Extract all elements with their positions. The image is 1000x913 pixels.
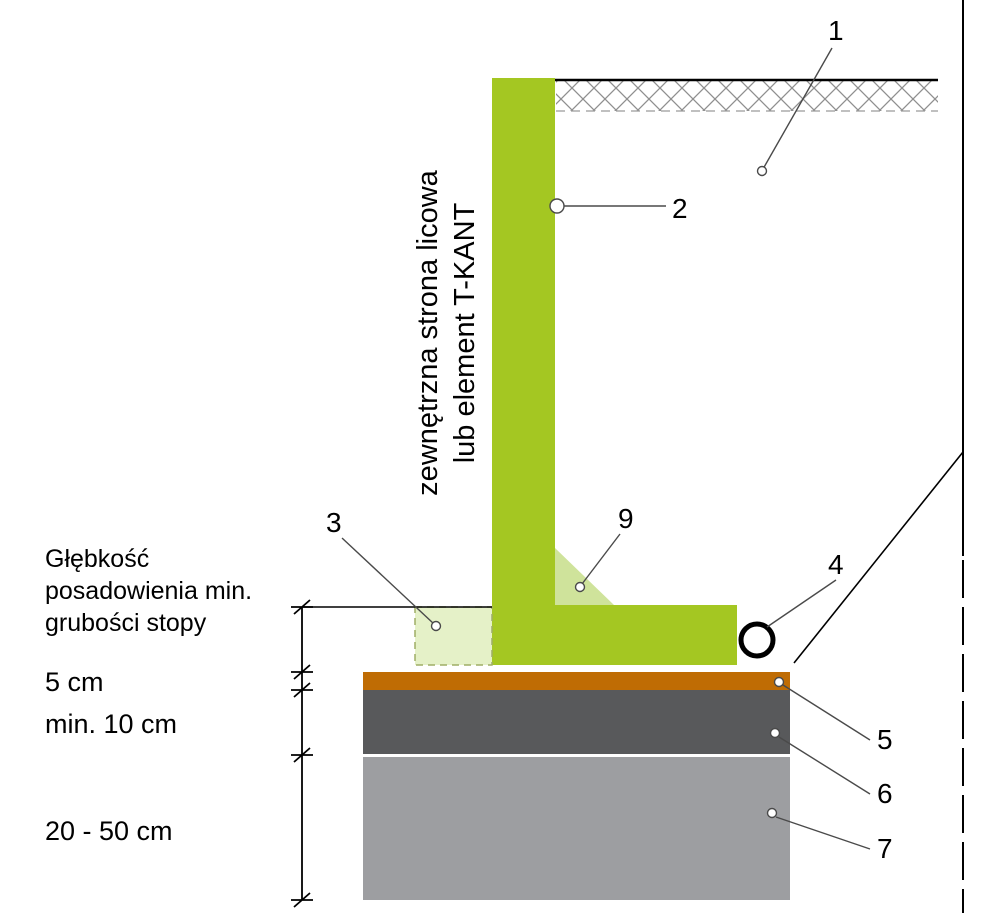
soil-hatch-area (556, 81, 938, 111)
callout-4: 4 (828, 549, 844, 580)
leader-3-dot (430, 620, 442, 632)
leader-7-dot (766, 807, 778, 819)
leader-2-dot (549, 198, 565, 214)
dim-label-min10cm: min. 10 cm (45, 709, 177, 739)
callout-3: 3 (326, 507, 342, 538)
leader-6-dot (769, 727, 781, 739)
footing-option-dashed (414, 606, 493, 666)
wall-element (492, 78, 737, 665)
leader-5-dot (773, 676, 785, 688)
drain-pipe (738, 621, 776, 659)
layer-light-gray (363, 757, 790, 900)
callout-5: 5 (877, 724, 893, 755)
depth-note-line2: posadowienia min. (45, 577, 252, 605)
dimension-tick (291, 599, 313, 615)
dim-label-20-50cm: 20 - 50 cm (45, 816, 173, 846)
callout-6: 6 (877, 778, 893, 809)
dimension-tick (291, 664, 313, 680)
leader-4 (766, 579, 837, 628)
depth-note-line3: grubości stopy (45, 609, 207, 637)
leader-5 (782, 684, 871, 741)
depth-note-line1: Głębkość (45, 545, 149, 573)
leader-6 (778, 736, 871, 795)
rotated-note-line1: zewnętrzna strona licowa (412, 169, 444, 495)
heel-wedge (555, 548, 614, 605)
leader-1 (762, 47, 833, 170)
dimension-tick (291, 892, 313, 908)
callout-9: 9 (618, 503, 634, 534)
leader-3 (341, 537, 435, 625)
dimension-tick (291, 682, 313, 698)
layer-orange (363, 672, 790, 690)
leader-1-dot (756, 165, 768, 177)
leader-9-dot (574, 581, 586, 593)
layer-dark-gray (363, 690, 790, 754)
excavation-slope-line (793, 451, 964, 664)
dim-label-5cm: 5 cm (45, 667, 104, 697)
callout-1: 1 (828, 15, 844, 46)
dimension-tick (291, 747, 313, 763)
leader-9 (581, 533, 621, 585)
callout-2: 2 (672, 193, 688, 224)
callout-7: 7 (877, 833, 893, 864)
leader-7 (775, 816, 871, 850)
rotated-note-line2: lub element T-KANT (449, 202, 481, 463)
